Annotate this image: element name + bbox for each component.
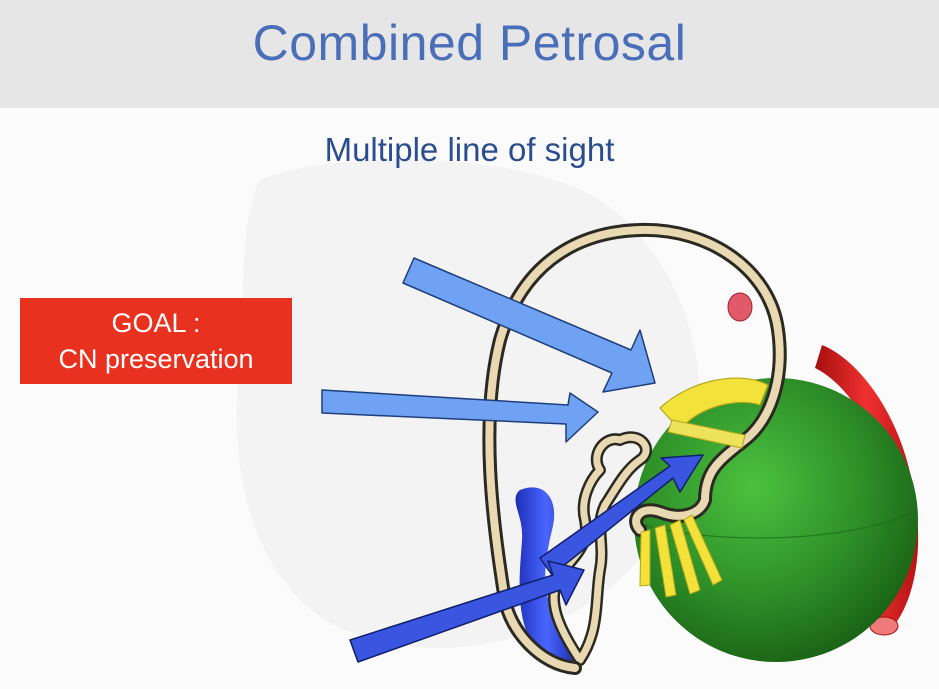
red-nodule	[727, 292, 753, 322]
blue-vessel	[515, 487, 578, 668]
goal-line-2: CN preservation	[58, 344, 254, 374]
title-band	[0, 0, 939, 108]
slide-subtitle: Multiple line of sight	[324, 131, 615, 168]
dark-arrow-upper	[539, 454, 704, 576]
slide-title: Combined Petrosal	[252, 15, 687, 71]
goal-line-1: GOAL :	[111, 308, 201, 338]
goal-box: GOAL : CN preservation	[20, 298, 292, 384]
yellow-nerve-lower	[639, 514, 723, 598]
light-arrow-upper	[402, 257, 656, 393]
yellow-nerve-upper	[659, 377, 769, 449]
light-arrow-middle	[321, 389, 599, 443]
dark-arrow-lower	[349, 560, 585, 663]
green-sphere	[634, 378, 918, 662]
